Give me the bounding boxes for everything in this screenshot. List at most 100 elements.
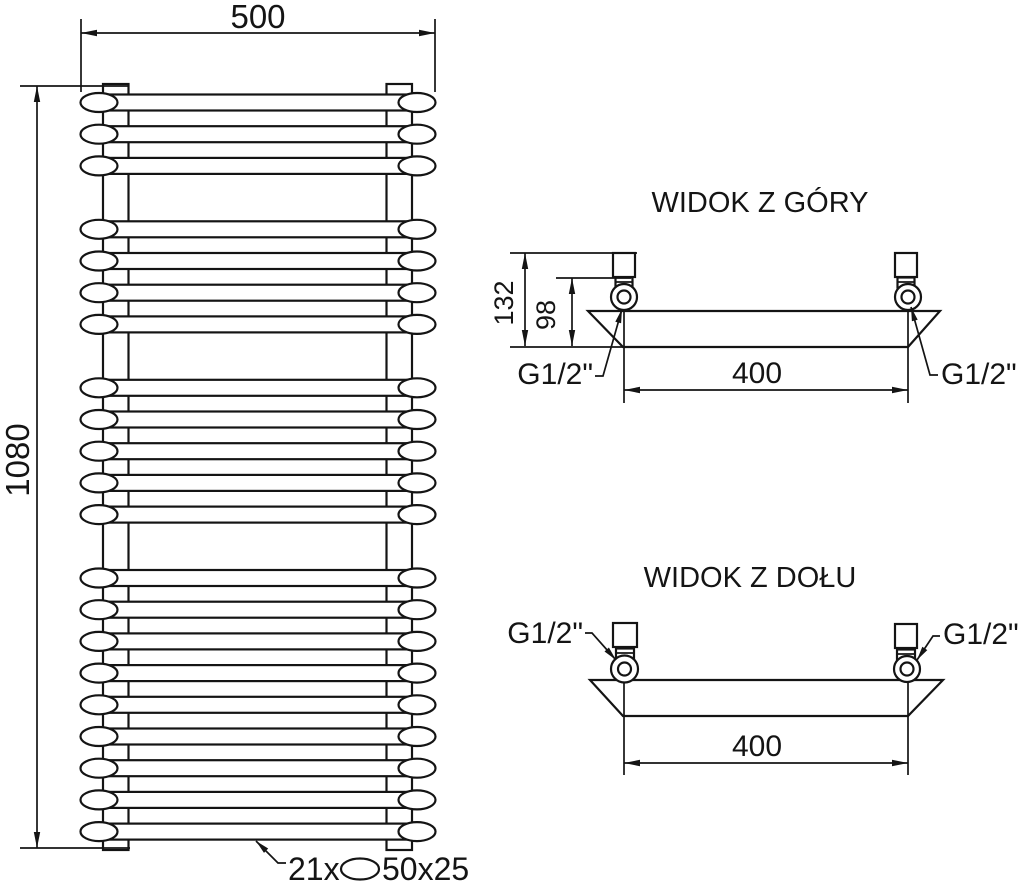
- arrowhead-icon: [521, 330, 529, 346]
- tube-end-cap-left: [79, 123, 119, 145]
- tube-end-cap-left: [79, 567, 119, 589]
- tube: [79, 694, 437, 716]
- pipe-bore-circle: [616, 661, 633, 677]
- bottom-connection-right-label: G1/2": [943, 618, 1019, 651]
- bottom-spacing-dimension-label: 400: [732, 730, 782, 763]
- arrowhead-icon: [624, 386, 640, 394]
- arrowhead-icon: [604, 647, 616, 660]
- tube-end-cap-right: [397, 567, 437, 589]
- tube-bar: [97, 727, 419, 746]
- body-outline: [585, 309, 943, 349]
- tube-bar: [97, 663, 419, 683]
- leader-line: [595, 308, 623, 377]
- tube-end-cap-left: [79, 313, 119, 335]
- tube-bar: [97, 251, 419, 271]
- tube-end-cap-right: [397, 757, 437, 779]
- tube-bar: [97, 93, 419, 112]
- tubes: [79, 91, 437, 843]
- tube: [79, 503, 437, 526]
- leader-line: [910, 306, 938, 376]
- tube-bar: [97, 759, 419, 778]
- fitting-right: [892, 622, 922, 684]
- body-outline: [587, 678, 946, 718]
- depth-dimension-label: 132: [489, 280, 519, 325]
- arrowhead-icon: [521, 253, 529, 269]
- tube: [79, 820, 437, 843]
- tube-bar: [97, 632, 419, 651]
- tube-end-cap-right: [397, 789, 437, 811]
- bottom-connection-left-label: G1/2": [507, 617, 583, 650]
- tube: [79, 155, 437, 177]
- tube-end-cap-left: [79, 282, 119, 304]
- tube: [79, 567, 437, 589]
- arrowhead-icon: [33, 832, 41, 848]
- front-width-dimension: 500: [80, 0, 436, 92]
- arrowhead-icon: [911, 307, 918, 322]
- arrowhead-icon: [568, 278, 576, 294]
- fitting-left: [609, 251, 639, 312]
- tube-end-cap-left: [79, 503, 119, 526]
- tube-end-cap-left: [79, 155, 119, 177]
- pipe-bore-circle: [899, 661, 915, 677]
- top-spacing-dimension: 400: [624, 357, 908, 394]
- arrowhead-icon: [568, 330, 576, 346]
- tube-end-cap-right: [397, 123, 437, 145]
- oval-profile-icon: [339, 857, 381, 881]
- tube: [79, 313, 437, 335]
- tube-end-cap-right: [397, 218, 437, 240]
- tube-end-cap-left: [79, 789, 119, 811]
- tube-bar: [97, 505, 419, 524]
- collector-right: [385, 82, 414, 852]
- tube-spec-callout: 21x 50x25: [255, 840, 469, 887]
- tube: [79, 757, 437, 779]
- arrowhead-icon: [892, 759, 908, 767]
- tube-end-cap-right: [397, 503, 437, 526]
- tube-bar: [97, 442, 419, 461]
- tube-end-cap-right: [397, 313, 437, 335]
- tube-end-cap-right: [397, 725, 437, 748]
- tube-end-cap-right: [397, 662, 437, 684]
- tube: [79, 630, 437, 653]
- tube-bar: [97, 378, 419, 397]
- front-height-dimension-label: 1080: [0, 423, 36, 496]
- bottom-connection-callout-left: G1/2": [507, 617, 617, 661]
- valve-body: [611, 621, 639, 649]
- arrowhead-icon: [81, 29, 97, 37]
- tube-end-cap-right: [397, 694, 437, 716]
- tube-end-cap-left: [79, 820, 119, 843]
- union-nut-circle: [609, 282, 639, 312]
- tube-end-cap-right: [397, 155, 437, 177]
- fitting-right: [893, 251, 923, 312]
- pipe-bore-circle: [900, 289, 916, 305]
- tube-end-cap-left: [79, 218, 119, 240]
- arrowhead-icon: [624, 759, 640, 767]
- union-nut-circle: [892, 654, 922, 684]
- tube-bar: [97, 283, 419, 302]
- tube-end-cap-left: [79, 694, 119, 716]
- tube-end-cap-left: [79, 662, 119, 684]
- top-connection-callout-right: G1/2": [910, 306, 1017, 391]
- tube-end-cap-left: [79, 250, 119, 272]
- axis-depth-dimension: 98: [531, 277, 631, 346]
- tube-end-cap-right: [397, 630, 437, 653]
- collector-left: [101, 82, 130, 852]
- tube: [79, 408, 437, 431]
- tube-end-cap-right: [397, 377, 437, 399]
- bottom-view-title: WIDOK Z DOŁU: [644, 562, 857, 594]
- tube-end-cap-right: [397, 440, 437, 462]
- tube-bar: [97, 790, 419, 810]
- top-view: WIDOK Z GÓRY 132: [489, 186, 1017, 403]
- axis-depth-dimension-label: 98: [531, 300, 561, 330]
- front-view: 500 1080 21x 50x25: [0, 0, 469, 887]
- tube-bar: [97, 156, 419, 175]
- tube-bar: [97, 822, 419, 841]
- front-height-dimension: 1080: [0, 85, 130, 849]
- valve-body: [611, 251, 637, 279]
- tube: [79, 662, 437, 684]
- tube-end-cap-right: [397, 599, 437, 621]
- tube-end-cap-left: [79, 440, 119, 462]
- tube-end-cap-left: [79, 91, 119, 114]
- tube: [79, 218, 437, 240]
